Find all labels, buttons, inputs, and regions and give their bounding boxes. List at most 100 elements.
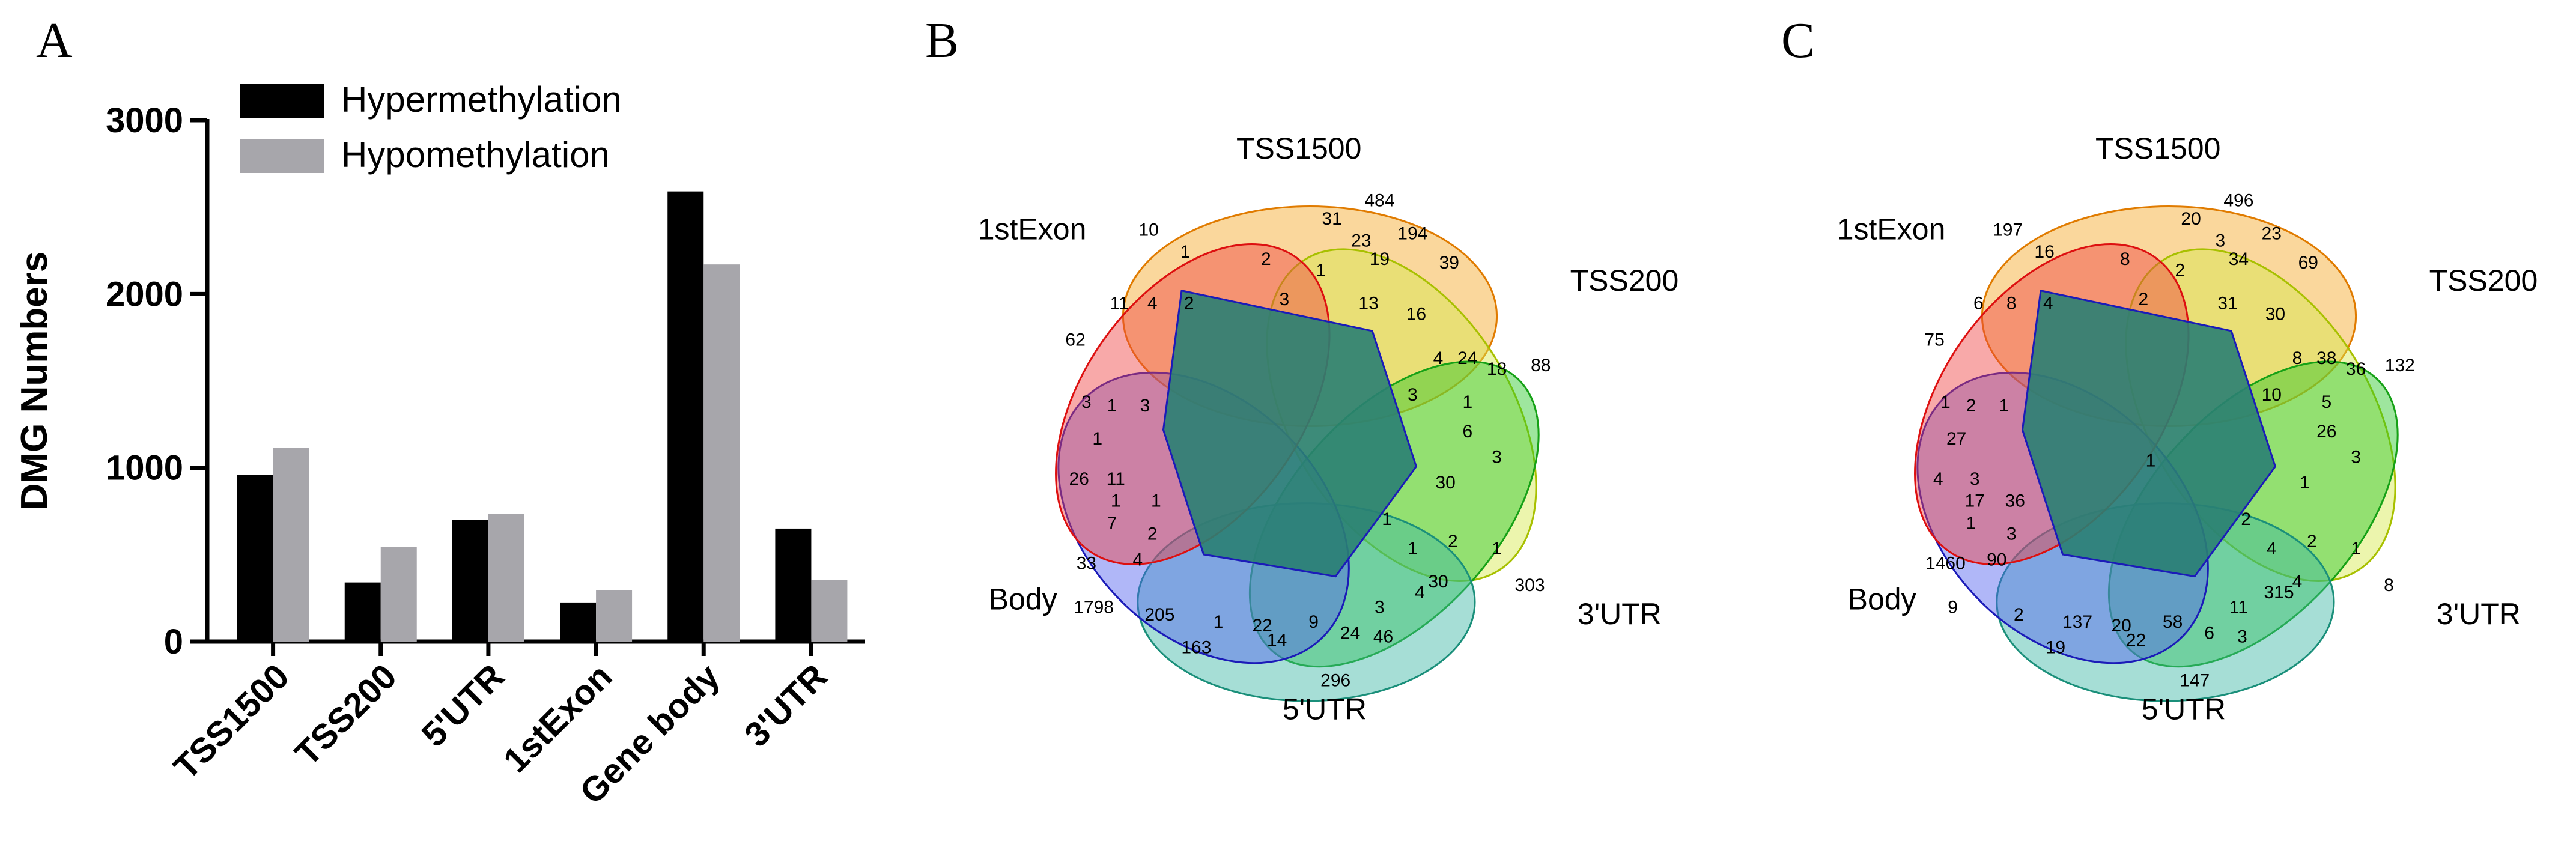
venn-region-count: 147: [2180, 671, 2210, 691]
venn-region-count: 11: [2229, 598, 2248, 618]
venn-region-count: 33: [1077, 553, 1096, 573]
venn-region-count: 315: [2264, 583, 2294, 603]
venn-region-count: 3: [1408, 385, 1418, 405]
bar-hyper: [344, 582, 381, 642]
venn-region-count: 2: [2138, 290, 2148, 309]
venn-region-count: 30: [1436, 473, 1456, 493]
legend-swatch: [240, 84, 324, 118]
venn-region-count: 8: [2120, 249, 2130, 269]
venn-region-count: 31: [1322, 209, 1341, 229]
bar-hyper: [560, 602, 597, 642]
legend-swatch: [240, 139, 324, 173]
venn-set-label: Body: [989, 583, 1057, 616]
venn-region-count: 2: [2241, 509, 2251, 529]
venn-set-label: 5'UTR: [1283, 693, 1367, 726]
venn-region-count: 4: [2267, 539, 2277, 559]
panel-label-c: C: [1781, 13, 1815, 68]
venn-region-count: 205: [1144, 605, 1174, 625]
venn-region-count: 3: [1970, 469, 1980, 489]
venn-region-count: 1: [1092, 429, 1102, 449]
bar-hypo: [380, 547, 417, 642]
venn-region-count: 6: [1973, 293, 1984, 313]
venn-region-count: 2: [1966, 396, 1976, 416]
venn-region-count: 13: [1358, 293, 1378, 313]
venn-region-count: 88: [1531, 356, 1551, 375]
venn-region-count: 9: [1948, 598, 1958, 618]
venn-region-count: 1: [1107, 396, 1117, 416]
y-tick-label: 1000: [106, 449, 183, 488]
venn-region-count: 1460: [1925, 553, 1966, 573]
venn-region-count: 3: [2351, 448, 2361, 467]
venn-region-count: 19: [2046, 638, 2065, 658]
venn-region-count: 23: [2262, 223, 2282, 243]
venn-region-count: 1: [1462, 392, 1472, 412]
venn-region-count: 46: [1373, 627, 1393, 646]
venn-set-label: Body: [1848, 583, 1916, 616]
venn-region-count: 4: [2043, 293, 2053, 313]
venn-diagram-c: TSS1500TSS2003'UTR5'UTRBody1stExon496203…: [1837, 132, 2538, 726]
venn-region-count: 27: [1946, 429, 1966, 449]
bar-hyper: [237, 475, 273, 642]
venn-region-count: 90: [1987, 550, 2006, 569]
venn-region-count: 4: [1933, 469, 1943, 489]
venn-region-count: 26: [1069, 469, 1089, 489]
bar-hypo: [811, 580, 848, 642]
bar-hyper: [775, 528, 812, 642]
venn-region-count: 1: [1316, 260, 1326, 280]
venn-region-count: 4: [1433, 348, 1444, 368]
venn-region-count: 3: [1081, 392, 1092, 412]
venn-set-label: TSS1500: [1236, 132, 1361, 165]
y-tick-label: 0: [164, 622, 183, 661]
venn-region-count: 36: [2346, 359, 2366, 379]
venn-region-count: 69: [2298, 253, 2318, 273]
venn-region-count: 17: [1965, 491, 1985, 511]
x-tick-label: TSS200: [288, 657, 404, 773]
venn-region-count: 6: [1462, 422, 1472, 442]
venn-region-count: 31: [2217, 293, 2237, 313]
venn-region-count: 11: [1107, 469, 1125, 489]
venn-region-count: 197: [1993, 220, 2023, 240]
y-tick-label: 3000: [106, 101, 183, 140]
x-tick-label: TSS1500: [166, 657, 297, 787]
venn-region-count: 18: [1487, 359, 1507, 379]
venn-region-count: 4: [2292, 572, 2303, 592]
venn-panel-b: B TSS1500TSS2003'UTR5'UTRBody1stExon4843…: [925, 13, 1678, 726]
venn-region-count: 3: [2006, 524, 2017, 544]
venn-region-count: 23: [1351, 231, 1371, 251]
venn-region-count: 303: [1514, 575, 1545, 595]
venn-region-count: 1: [1492, 539, 1502, 559]
venn-region-count: 2: [2307, 532, 2317, 551]
venn-region-count: 194: [1397, 223, 1427, 243]
venn-set-label: 3'UTR: [2437, 597, 2521, 631]
bar-hyper: [667, 191, 704, 642]
venn-set-label: 3'UTR: [1578, 597, 1662, 631]
venn-region-count: 24: [1340, 623, 1360, 643]
venn-set-label: 5'UTR: [2142, 693, 2226, 726]
bar-hyper: [452, 520, 488, 642]
venn-region-count: 137: [2062, 612, 2092, 632]
venn-panel-c: C TSS1500TSS2003'UTR5'UTRBody1stExon4962…: [1781, 13, 2538, 726]
venn-set-label: 1stExon: [1837, 212, 1946, 246]
venn-region-count: 5: [2321, 392, 2331, 412]
legend-label: Hypermethylation: [341, 79, 622, 120]
venn-region-count: 30: [1428, 572, 1448, 592]
venn-region-count: 30: [2265, 305, 2285, 324]
venn-region-count: 34: [2229, 249, 2249, 269]
venn-region-count: 496: [2223, 191, 2253, 211]
legend-label: Hypomethylation: [341, 135, 610, 175]
x-tick-label: 5'UTR: [414, 657, 512, 754]
venn-region-count: 22: [2126, 631, 2146, 651]
venn-region-count: 6: [2204, 623, 2214, 643]
venn-diagram-b: TSS1500TSS2003'UTR5'UTRBody1stExon484312…: [978, 132, 1679, 726]
venn-core-region: [2021, 289, 2277, 578]
venn-core-region: [1162, 289, 1418, 578]
bar-hypo: [703, 264, 740, 642]
venn-region-count: 62: [1065, 330, 1085, 350]
venn-region-count: 7: [1107, 513, 1117, 533]
venn-region-count: 3: [1279, 290, 1289, 309]
venn-region-count: 1: [2300, 473, 2310, 493]
venn-region-count: 2: [1261, 249, 1271, 269]
